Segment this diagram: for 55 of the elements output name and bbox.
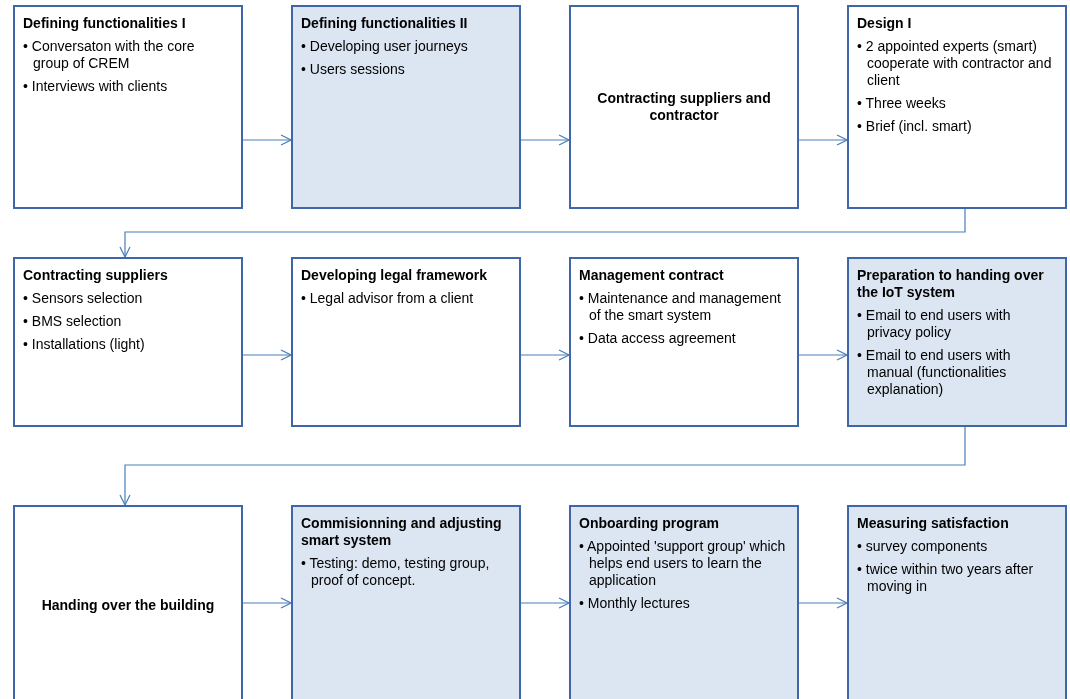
step-title: Contracting suppliers and contractor [596,90,772,124]
bullet-text: • Data access agreement [579,330,737,347]
bullet-text: • Brief (incl. smart) [857,118,973,135]
step-title: Developing legal framework [301,267,488,284]
process-box [13,505,243,699]
bullet-text: • Legal advisor from a client [301,290,475,307]
bullet-text: • Email to end users with manual (functionalities explanation) [857,347,1012,398]
step-title: Measuring satisfaction [857,515,1010,532]
bullet-text: • Users sessions [301,61,406,78]
arrow [520,349,570,361]
process-box [13,5,243,209]
step-title: Defining functionalities II [301,15,469,32]
bullet-text: • Testing: demo, testing group, proof of concept. [301,555,491,589]
arrow [242,134,292,146]
step-title: Defining functionalities I [23,15,187,32]
step-title: Management contract [579,267,725,284]
bullet-text: • Three weeks [857,95,947,112]
process-box [847,5,1067,209]
step-title: Contracting suppliers [23,267,169,284]
process-box [291,505,521,699]
process-box [291,5,521,209]
step-title: Design I [857,15,913,32]
arrow [119,208,966,258]
arrow [119,426,966,506]
process-box [569,257,799,427]
arrow [242,349,292,361]
arrow [520,597,570,609]
process-box [13,257,243,427]
bullet-text: • Sensors selection [23,290,144,307]
step-title: Onboarding program [579,515,720,532]
step-title: Commisionning and adjusting smart system [301,515,503,549]
arrow [242,597,292,609]
bullet-text: • Email to end users with privacy policy [857,307,1012,341]
bullet-text: • Monthly lectures [579,595,691,612]
arrow [798,597,848,609]
bullet-text: • 2 appointed experts (smart) cooperate with contractor and client [857,38,1053,89]
bullet-text: • Interviews with clients [23,78,169,95]
process-box [291,257,521,427]
process-box [569,505,799,699]
arrow [798,349,848,361]
process-box [847,505,1067,699]
bullet-text: • Appointed 'support group' which helps end users to learn the application [579,538,787,589]
arrow [520,134,570,146]
bullet-text: • Maintenance and management of the smart system [579,290,782,324]
bullet-text: • survey components [857,538,989,555]
step-title: Preparation to handing over the IoT system [857,267,1045,301]
bullet-text: • twice within two years after moving in [857,561,1035,595]
process-box [569,5,799,209]
process-box [847,257,1067,427]
bullet-text: • BMS selection [23,313,123,330]
bullet-text: • Conversaton with the core group of CREM [23,38,196,72]
bullet-text: • Developing user journeys [301,38,469,55]
arrow [798,134,848,146]
bullet-text: • Installations (light) [23,336,146,353]
step-title: Handing over the building [40,596,216,614]
